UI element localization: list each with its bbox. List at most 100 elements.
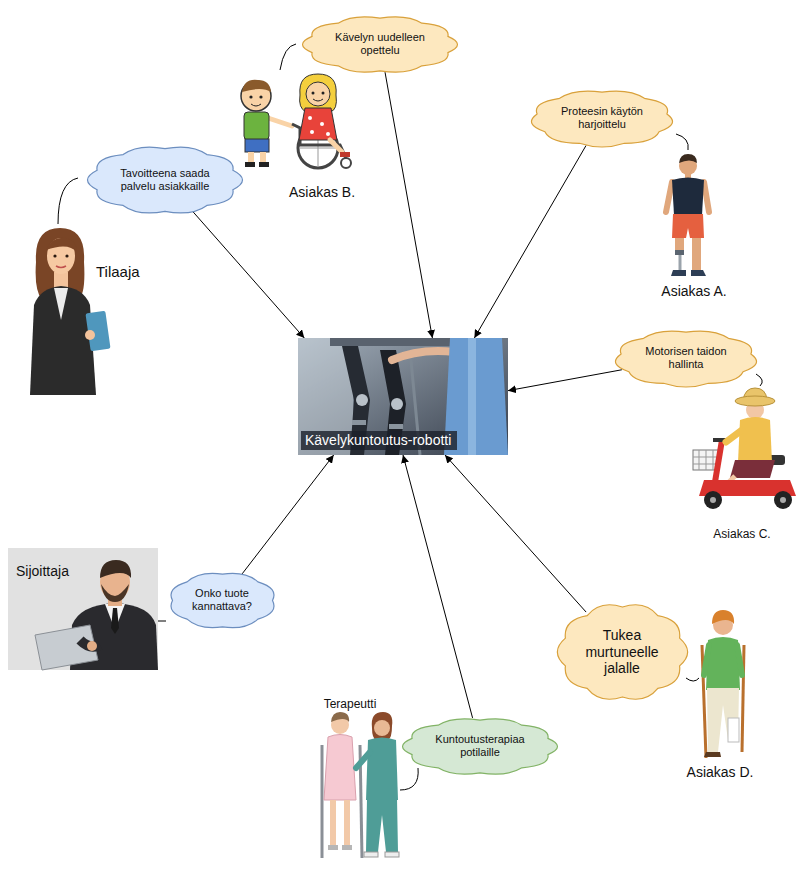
speech-cloud: Onko tuote kannattava? — [166, 570, 279, 631]
speech-cloud: Proteesin käytön harjoittelu — [528, 88, 676, 149]
investor-figure — [101, 584, 129, 602]
therapist-figure — [321, 745, 324, 858]
investor-figure — [111, 608, 119, 634]
investor-figure — [100, 560, 131, 578]
child-wheelchair-figure — [340, 152, 350, 157]
child-boy-figure — [245, 139, 269, 152]
robot-photo — [298, 338, 508, 455]
therapist-figure — [331, 712, 349, 722]
text-box: Kävelyn uudelleen opettelu — [334, 31, 426, 57]
robot-photo — [468, 338, 476, 455]
scooter-user-figure — [780, 497, 786, 503]
child-wheelchair-figure — [300, 74, 337, 112]
crutch-user-figure — [704, 645, 709, 675]
child-boy-figure — [241, 80, 292, 167]
text-box: Kuntoutusterapiaa potilaille — [434, 733, 526, 759]
client-woman-figure — [30, 228, 111, 395]
child-wheelchair-figure — [326, 132, 330, 136]
leader-lines — [280, 44, 296, 70]
connector-arrow — [508, 370, 622, 391]
text-box: Proteesin käytön harjoittelu — [560, 105, 644, 131]
cloud-text: Tukea murtuneelle jalalle — [584, 627, 660, 677]
therapist-figure — [364, 852, 378, 857]
child-wheelchair-figure — [312, 92, 315, 95]
child-boy-figure — [245, 162, 255, 167]
scooter-user-figure — [774, 491, 792, 509]
prosthesis-user-figure — [691, 270, 706, 276]
scooter-user-figure — [693, 388, 796, 509]
therapist-figure — [356, 752, 370, 768]
leader-lines — [58, 44, 762, 790]
therapist-figure — [342, 845, 352, 850]
child-boy-figure — [259, 95, 262, 98]
investor-figure — [35, 625, 98, 670]
robot-photo — [392, 351, 455, 360]
connector-arrow — [385, 72, 432, 338]
cloud-shape — [171, 573, 274, 627]
child-boy-figure — [259, 162, 269, 167]
cloud-text: Motorisen taidon hallinta — [644, 345, 728, 371]
person-label: Asiakas C. — [713, 527, 770, 541]
client-woman-figure — [56, 266, 66, 268]
therapist-figure — [366, 738, 398, 801]
therapist-figure — [344, 800, 350, 845]
crutch-user-figure — [704, 752, 721, 757]
robot-photo — [352, 420, 366, 425]
cloud-shape — [303, 16, 458, 71]
scooter-user-figure — [730, 460, 775, 478]
scooter-user-figure — [738, 417, 772, 462]
prosthesis-user-figure — [666, 154, 709, 276]
child-wheelchair-figure — [299, 108, 337, 140]
child-boy-figure — [251, 104, 261, 106]
label-anchor: Asiakas A. — [661, 283, 726, 299]
crutch-user-figure — [728, 718, 739, 742]
client-woman-figure — [46, 238, 77, 252]
person-label: Asiakas D. — [687, 764, 754, 780]
scooter-user-figure — [704, 491, 722, 509]
connector-arrow — [193, 211, 305, 338]
child-boy-figure — [242, 80, 271, 92]
text-box: Kävelykuntoutus-robotti — [301, 431, 457, 450]
cloud-shape — [615, 331, 756, 387]
leader-lines — [158, 621, 166, 622]
therapist-figure — [322, 712, 399, 858]
photo-node: Kävelykuntoutus-robotti — [298, 338, 508, 455]
crutch-user-figure — [712, 610, 734, 624]
robot-photo — [356, 394, 368, 406]
text-box: Onko tuote kannattava? — [191, 587, 253, 613]
text-box: Motorisen taidon hallinta — [644, 345, 728, 371]
child-wheelchair-figure — [330, 140, 342, 152]
speech-cloud: Kuntoutusterapiaa potilaille — [400, 716, 560, 777]
investor-figure — [87, 641, 97, 651]
client-woman-figure — [53, 254, 56, 257]
prosthesis-user-figure — [675, 250, 684, 255]
scooter-user-figure — [715, 440, 722, 482]
robot-photo — [391, 398, 403, 410]
robot-photo — [389, 424, 403, 429]
child-wheelchair-figure — [292, 74, 351, 168]
prosthesis-user-figure — [692, 238, 701, 270]
leader-lines — [756, 374, 762, 386]
prosthesis-user-figure — [675, 238, 684, 250]
robot-photo — [298, 338, 508, 455]
child-boy-figure — [244, 112, 269, 140]
speech-cloud: Tukea murtuneelle jalalle — [555, 601, 690, 703]
child-wheelchair-figure — [308, 116, 312, 120]
therapist-figure — [372, 712, 393, 740]
cloud-shape — [557, 605, 687, 700]
cloud-text: Kävelyn uudelleen opettelu — [334, 31, 426, 57]
prosthesis-user-figure — [666, 182, 672, 212]
photo-caption: Kävelykuntoutus-robotti — [301, 431, 457, 450]
scooter-user-figure — [735, 396, 775, 406]
scooter-user-figure — [726, 430, 742, 442]
crutch-user-figure — [737, 645, 742, 675]
cloud-shape — [531, 91, 672, 147]
person-label: Asiakas B. — [289, 184, 355, 200]
investor-figure — [8, 548, 158, 670]
prosthesis-user-figure — [679, 255, 682, 271]
client-woman-figure — [85, 330, 95, 340]
investor-figure — [8, 548, 158, 670]
